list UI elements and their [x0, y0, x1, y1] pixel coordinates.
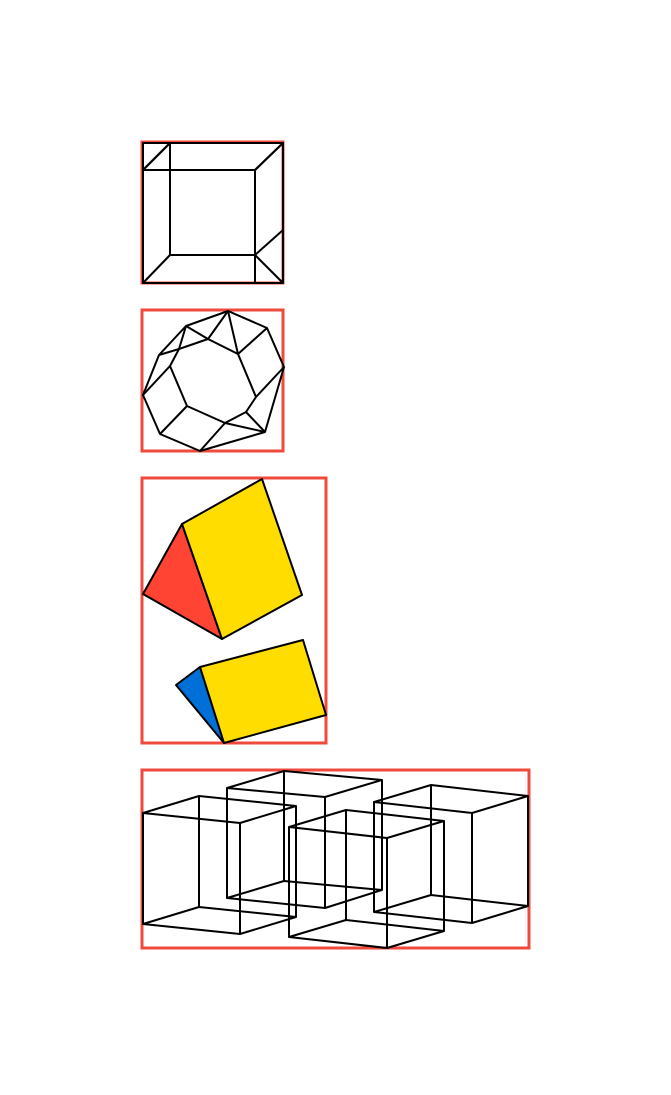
edge-line — [254, 229, 284, 256]
edge-line — [142, 365, 171, 396]
edge-line — [199, 422, 226, 452]
edge-line — [224, 422, 266, 433]
edge-line — [185, 325, 209, 340]
cube-top — [288, 809, 445, 839]
edge-line — [255, 366, 285, 398]
edge-line — [178, 325, 187, 350]
cube-bottom — [226, 880, 383, 909]
edge-line — [142, 254, 171, 284]
panel-hollow-cube — [140, 140, 285, 285]
panel-cube-cluster — [140, 768, 531, 950]
edge-line — [245, 411, 266, 433]
edge-line — [142, 142, 171, 171]
wireframe-cube — [142, 795, 297, 935]
wireframe-cube — [226, 770, 383, 909]
edge-line — [254, 254, 284, 284]
edge-line — [237, 327, 268, 355]
cube-top — [373, 784, 529, 814]
edge-line — [254, 142, 284, 171]
wireframe-cube — [373, 784, 529, 924]
cube-bottom — [288, 919, 445, 949]
cube-bottom — [142, 906, 297, 935]
wireframe-cube — [288, 809, 445, 949]
cube-top — [226, 770, 383, 798]
edge-line — [158, 348, 180, 356]
edge-line — [207, 310, 229, 340]
panel-truncated-octahedron — [140, 308, 285, 453]
panel-frame — [140, 476, 328, 745]
prism-rect-face-yellow-lower — [199, 639, 327, 744]
panel-prisms — [140, 476, 328, 745]
panel-frame — [140, 308, 285, 453]
cube-bottom — [373, 894, 529, 924]
edge-line — [227, 310, 239, 355]
edge-line — [159, 405, 188, 435]
cube-top — [142, 795, 297, 824]
inner-square — [142, 142, 284, 171]
prism-rect-face-yellow — [181, 478, 303, 640]
outer-outline — [142, 310, 285, 452]
inner-square-face — [169, 169, 256, 256]
